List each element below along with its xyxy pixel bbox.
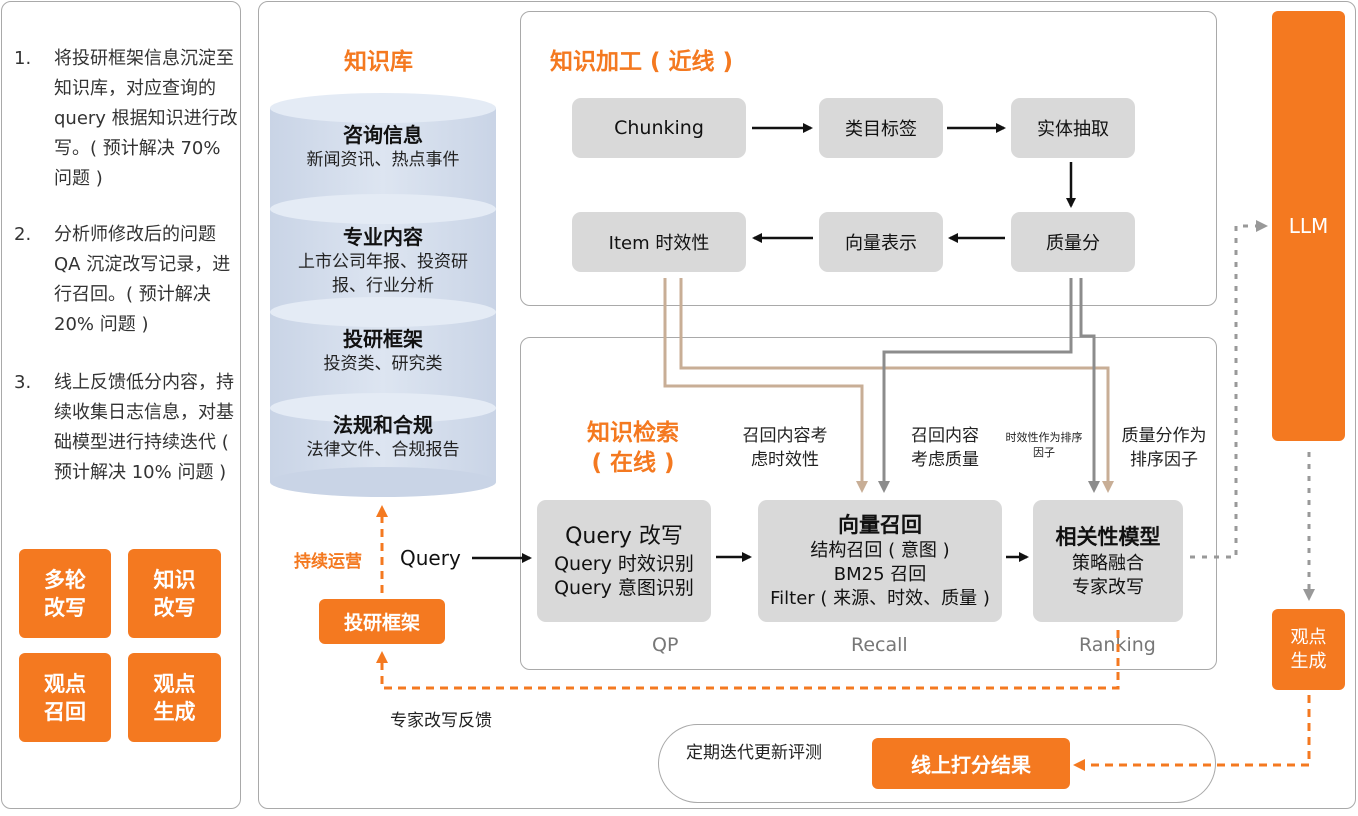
query-rewrite-box: Query 改写 Query 时效识别 Query 意图识别	[537, 500, 711, 622]
stage-recall: Recall	[851, 634, 908, 656]
viewpoint-generation-block: 观点 生成	[1272, 609, 1345, 690]
ranking-line: 专家改写	[1072, 577, 1144, 598]
entity-extraction-node: 实体抽取	[1011, 98, 1135, 158]
knowledge-base-title: 知识库	[344, 49, 413, 75]
kb-layer-sub: 新闻资讯、热点事件	[306, 150, 460, 170]
kb-layer-title: 投研框架	[343, 327, 423, 351]
item-timeliness-node: Item 时效性	[572, 212, 746, 272]
qp-line: Query 时效识别	[554, 553, 694, 575]
processing-title: 知识加工 ( 近线 )	[550, 49, 734, 75]
ranking-line: 策略融合	[1072, 553, 1144, 574]
step-text: 线上反馈低分内容，持续收集日志信息，对基础模型进行持续迭代 ( 预计解决 10%…	[54, 372, 234, 483]
recall-line: BM25 召回	[833, 564, 927, 585]
framework-button[interactable]: 投研框架	[319, 599, 445, 644]
expert-feedback-label: 专家改写反馈	[390, 711, 492, 731]
llm-block: LLM	[1272, 11, 1345, 441]
note-recall-timeliness: 召回内容考 虑时效性	[742, 426, 828, 470]
vector-repr-node: 向量表示	[819, 212, 943, 272]
qp-title: Query 改写	[565, 524, 683, 549]
kb-layer-news: 咨询信息 新闻资讯、热点事件	[270, 122, 496, 172]
kb-layer-title: 专业内容	[343, 225, 423, 249]
kb-layer-compliance: 法规和合规 法律文件、合规报告	[270, 412, 496, 462]
note-timeliness-factor: 时效性作为排序 因子	[1005, 431, 1083, 459]
relevance-model-box: 相关性模型 策略融合 专家改写	[1033, 500, 1183, 622]
recall-line: 结构召回 ( 意图 )	[810, 540, 950, 561]
note-quality-factor: 质量分作为 排序因子	[1121, 426, 1207, 470]
step-2: 2. 分析师修改后的问题 QA 沉淀改写记录，进行召回。( 预计解决 20% 问…	[14, 220, 234, 340]
kb-layer-professional: 专业内容 上市公司年报、投资研报、行业分析	[282, 224, 484, 298]
note-recall-quality: 召回内容 考虑质量	[911, 426, 979, 470]
step-text: 将投研框架信息沉淀至知识库，对应查询的 query 根据知识进行改写。( 预计解…	[54, 48, 238, 189]
viewpoint-recall-button[interactable]: 观点 召回	[19, 653, 111, 742]
step-1: 1. 将投研框架信息沉淀至知识库，对应查询的 query 根据知识进行改写。( …	[14, 44, 238, 194]
retrieval-title-line2: ( 在线 )	[591, 450, 675, 476]
online-score-button[interactable]: 线上打分结果	[872, 738, 1070, 789]
kb-layer-sub: 上市公司年报、投资研报、行业分析	[298, 252, 468, 296]
quality-score-node: 质量分	[1011, 212, 1135, 272]
stage-qp: QP	[652, 634, 679, 656]
knowledge-rewrite-button[interactable]: 知识 改写	[128, 549, 221, 638]
recall-title: 向量召回	[838, 513, 922, 537]
evaluation-label: 定期迭代更新评测	[686, 743, 822, 763]
step-3: 3. 线上反馈低分内容，持续收集日志信息，对基础模型进行持续迭代 ( 预计解决 …	[14, 368, 234, 518]
qp-line: Query 意图识别	[554, 577, 694, 599]
kb-layer-title: 法规和合规	[333, 413, 433, 437]
multi-turn-rewrite-button[interactable]: 多轮 改写	[19, 549, 111, 638]
step-number: 3.	[14, 372, 32, 393]
step-number: 2.	[14, 224, 32, 245]
kb-layer-title: 咨询信息	[343, 123, 423, 147]
step-text: 分析师修改后的问题 QA 沉淀改写记录，进行召回。( 预计解决 20% 问题 )	[54, 224, 231, 335]
query-label: Query	[400, 546, 461, 570]
kb-layer-sub: 法律文件、合规报告	[306, 440, 460, 460]
step-number: 1.	[14, 48, 32, 69]
kb-layer-framework: 投研框架 投资类、研究类	[270, 326, 496, 376]
retrieval-title-line1: 知识检索	[587, 420, 679, 446]
viewpoint-generate-button[interactable]: 观点 生成	[128, 653, 221, 742]
ranking-title: 相关性模型	[1055, 525, 1161, 549]
vector-recall-box: 向量召回 结构召回 ( 意图 ) BM25 召回 Filter ( 来源、时效、…	[758, 500, 1002, 622]
chunking-node: Chunking	[572, 98, 746, 158]
kb-layer-sub: 投资类、研究类	[323, 354, 443, 374]
category-tag-node: 类目标签	[819, 98, 943, 158]
retrieval-title: 知识检索 ( 在线 )	[578, 418, 688, 478]
stage-ranking: Ranking	[1079, 634, 1156, 656]
recall-line: Filter ( 来源、时效、质量 )	[770, 588, 990, 609]
knowledge-base-cylinder	[270, 93, 496, 497]
continuous-ops-label: 持续运营	[294, 552, 362, 572]
